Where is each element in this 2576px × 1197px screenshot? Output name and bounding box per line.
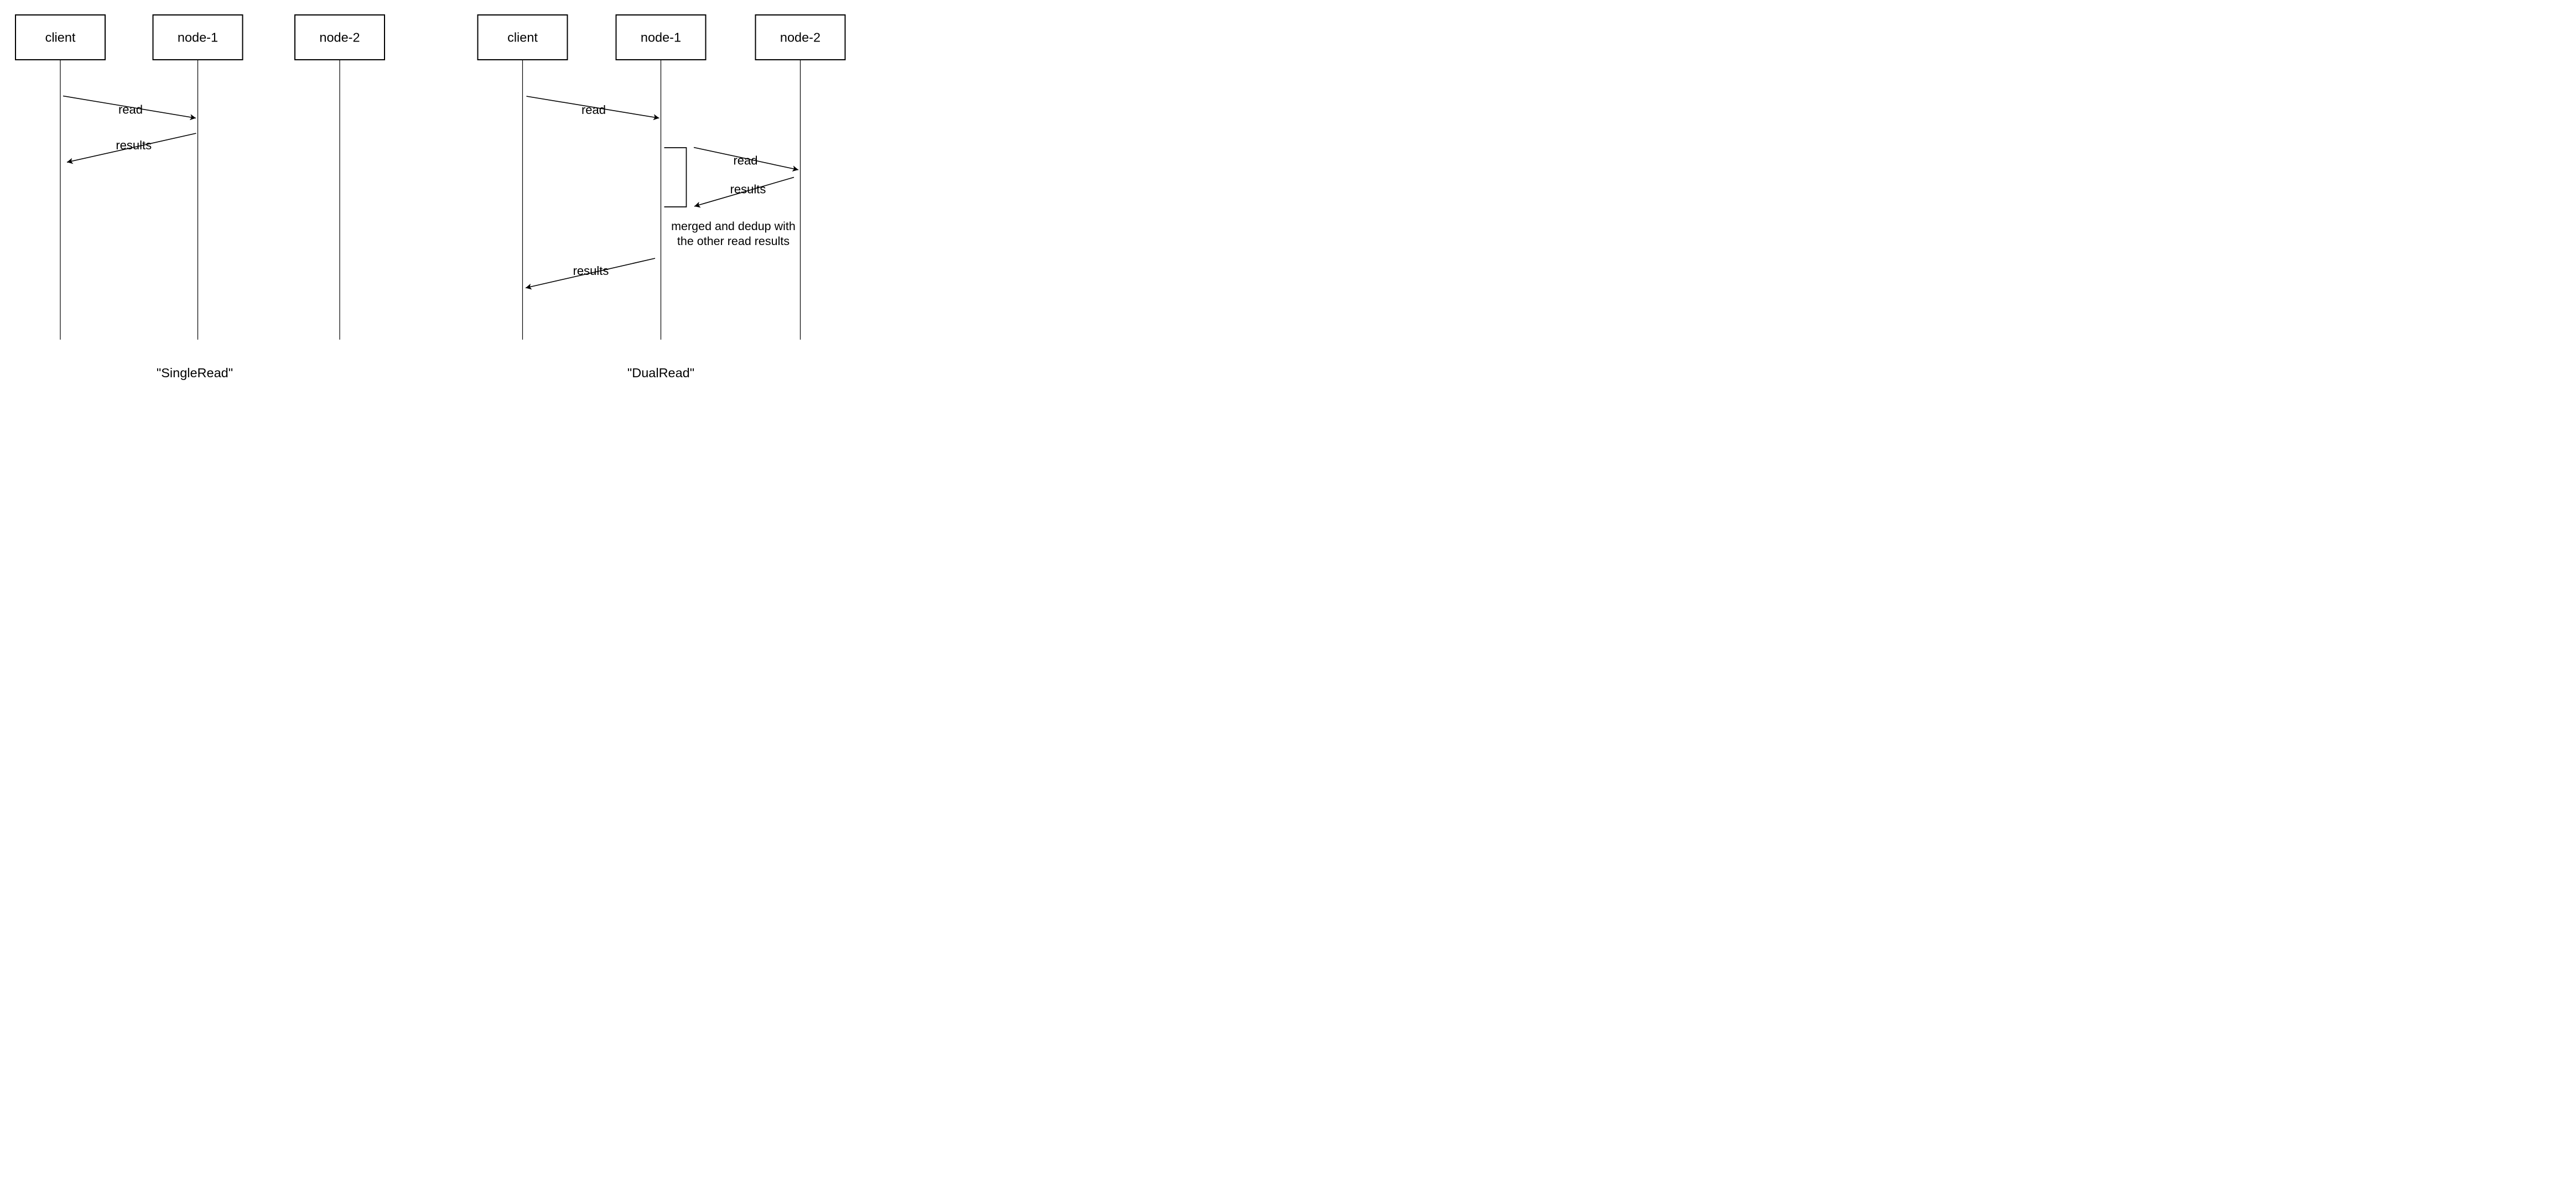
message-arrow-dual-read-results-2 [694,176,794,208]
actor-label-dual-read-node-2: node-2 [780,30,820,45]
message-label-dual-read-results-3: results [573,264,609,278]
message-label-dual-read-results-2: results [730,182,766,196]
activation-bracket-dual-read [664,147,687,207]
annotation-line-1: merged and dedup with [671,220,796,233]
message-arrow-dual-read-read-3 [693,147,799,172]
actor-box-dual-read-client [477,14,568,60]
message-arrow-dual-read-read-2 [526,96,659,121]
actor-box-single-read-node-1 [152,14,243,60]
actor-box-single-read-client [15,14,106,60]
message-label-dual-read-read-2: read [581,103,606,117]
annotation-line-2: the other read results [677,235,790,248]
caption-dual-read: "DualRead" [627,366,694,380]
actor-box-dual-read-node-1 [615,14,707,60]
actor-box-dual-read-node-2 [755,14,846,60]
actor-label-single-read-node-1: node-1 [178,30,218,45]
actor-label-dual-read-node-1: node-1 [641,30,681,45]
sequence-diagrams: client node-1 node-2 read results "SingleRead… [0,0,859,399]
actor-label-single-read-client: client [45,30,76,45]
message-label-bg-dual-read-results-3 [0,0,1,1]
message-arrow-single-read-results-1 [66,133,196,164]
message-arrow-single-read-read-1 [63,95,196,121]
actor-label-single-read-node-2: node-2 [319,30,360,45]
message-label-single-read-read-1: read [118,103,143,117]
diagram-svg: client node-1 node-2 read results "SingleRead… [0,0,859,399]
diagram-dual-read: client node-1 node-2 read read results results… [0,0,846,380]
message-label-single-read-results-1: results [116,138,152,152]
caption-single-read: "SingleRead" [157,366,233,380]
actor-label-dual-read-client: client [507,30,538,45]
diagram-single-read: client node-1 node-2 read results "SingleRead… [0,0,385,380]
message-label-dual-read-read-3: read [733,153,757,167]
actor-box-single-read-node-2 [294,14,385,60]
message-arrow-dual-read-results-3 [525,258,656,290]
